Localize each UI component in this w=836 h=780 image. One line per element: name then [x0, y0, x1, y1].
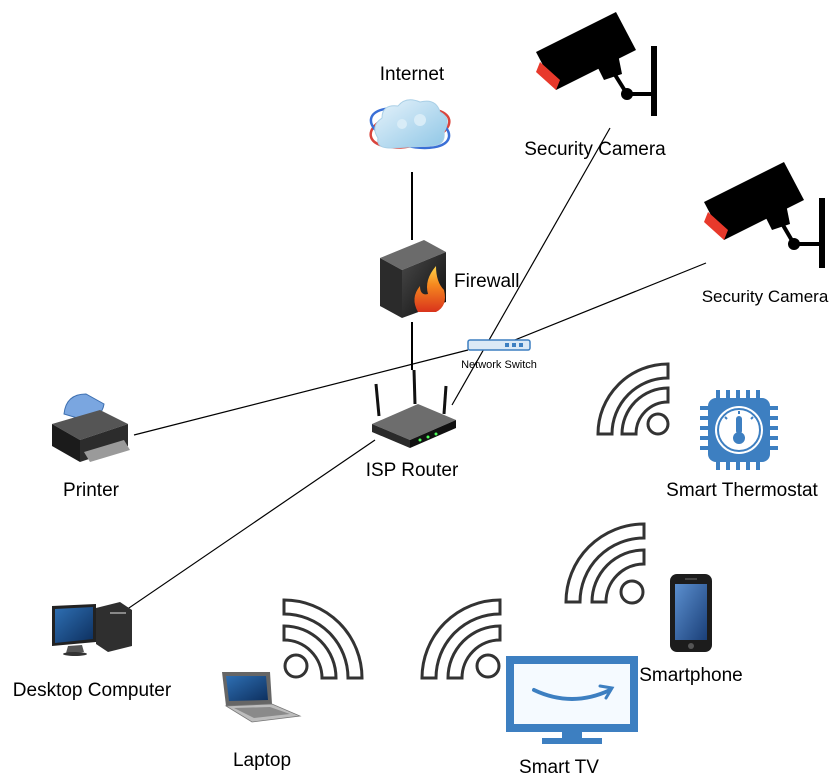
wifi-smartphone — [564, 522, 646, 605]
router-label: ISP Router — [366, 460, 459, 481]
internet-node[interactable]: Internet — [367, 64, 453, 155]
network-switch-label: Network Switch — [461, 359, 537, 371]
smart-tv-label: Smart TV — [519, 757, 599, 778]
camera1-label: Security Camera — [524, 139, 666, 160]
link-switch-camera1 — [451, 127, 611, 406]
internet-label: Internet — [380, 64, 445, 85]
smart-tv-icon — [506, 656, 638, 744]
link-switch-camera2 — [499, 262, 707, 347]
firewall-node[interactable]: Firewall — [380, 240, 519, 318]
router-icon — [372, 369, 456, 448]
thermostat-icon — [700, 390, 778, 470]
security-camera-icon — [536, 12, 657, 116]
camera1-node[interactable]: Security Camera — [524, 12, 666, 160]
router-node[interactable]: ISP Router — [366, 369, 459, 481]
smart-tv-node[interactable]: Smart TV — [506, 656, 638, 778]
network-switch-icon — [467, 339, 531, 351]
printer-label: Printer — [63, 480, 120, 501]
wifi-icon — [564, 522, 646, 605]
firewall-icon — [380, 240, 446, 318]
wifi-laptop — [282, 598, 364, 680]
laptop-label: Laptop — [233, 750, 291, 771]
smart-thermostat-label: Smart Thermostat — [666, 480, 818, 501]
printer-icon — [52, 393, 130, 462]
wifi-thermostat — [596, 362, 670, 436]
smartphone-label: Smartphone — [639, 665, 743, 686]
laptop-node[interactable]: Laptop — [222, 672, 302, 771]
laptop-icon — [222, 672, 302, 723]
cloud-icon — [369, 99, 451, 150]
desktop-computer-icon — [52, 602, 132, 656]
link-router-desktop — [125, 439, 376, 611]
desktop-computer-label: Desktop Computer — [13, 680, 172, 701]
connections — [125, 127, 707, 611]
wifi-icon — [420, 598, 502, 680]
security-camera-icon — [704, 162, 825, 268]
smartphone-node[interactable]: Smartphone — [639, 574, 743, 686]
camera2-label: Security Camera — [702, 287, 829, 306]
smart-thermostat-node[interactable]: Smart Thermostat — [666, 390, 819, 501]
wifi-icon — [596, 362, 670, 436]
camera2-node[interactable]: Security Camera — [702, 162, 829, 306]
desktop-computer-node[interactable]: Desktop Computer — [13, 602, 172, 701]
wifi-icon — [282, 598, 364, 680]
link-switch-printer — [133, 349, 469, 436]
smartphone-icon — [670, 574, 712, 652]
network-switch-node[interactable]: Network Switch — [461, 339, 537, 371]
firewall-label: Firewall — [454, 271, 519, 292]
wifi-smart-tv — [420, 598, 502, 680]
printer-node[interactable]: Printer — [52, 393, 130, 501]
